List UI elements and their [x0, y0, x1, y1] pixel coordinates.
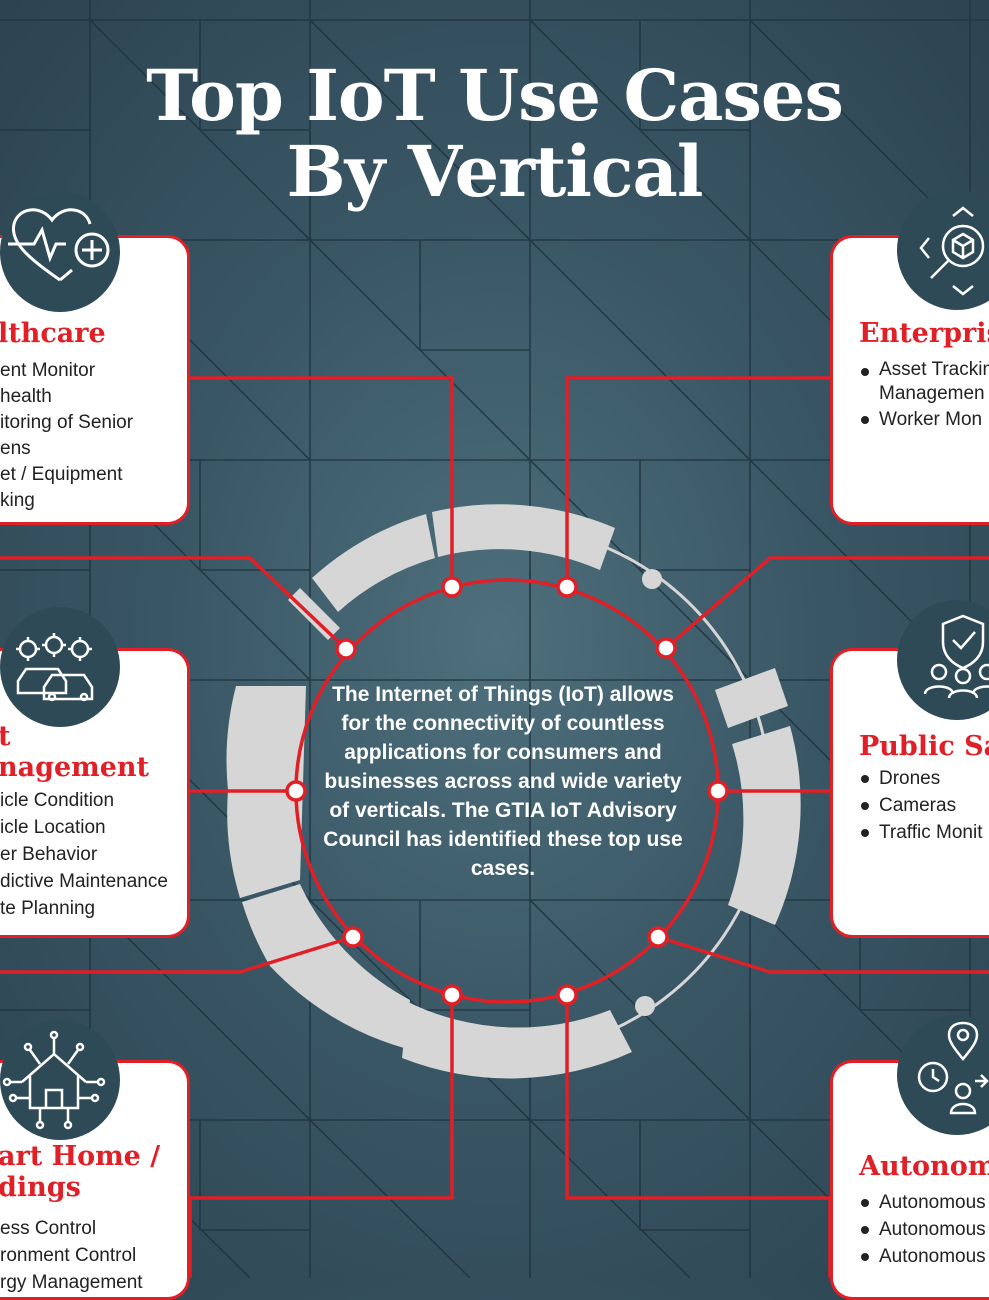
card-list: icle Condition icle Location er Behavior…: [0, 787, 168, 922]
list-item: et / Equipment: [0, 464, 123, 485]
ring-segment-top: [432, 504, 615, 570]
ring-segment-right: [728, 726, 801, 925]
title-line-1: Top IoT Use Cases: [146, 54, 844, 137]
cars-gears-icon: [16, 633, 94, 702]
list-item: icle Condition: [0, 790, 115, 811]
autonomous-badge: [897, 1015, 989, 1135]
list-item: icle Location: [0, 817, 106, 838]
ring-segment-top-left: [312, 514, 435, 612]
card-title: t nagement: [0, 721, 149, 783]
card-title: Public Sa: [859, 731, 989, 762]
smart-home-badge: [0, 1020, 120, 1140]
title-line-2: By Vertical: [286, 130, 703, 213]
list-item: Cameras: [859, 792, 982, 819]
card-title-line-2: nagement: [0, 752, 150, 783]
location-person-icon: [917, 1021, 989, 1115]
card-list: Asset Trackin Managemen Worker Mon: [859, 358, 989, 433]
node-dot: [655, 637, 677, 659]
card-title: art Home / dings: [0, 1141, 160, 1203]
node-dot: [647, 926, 669, 948]
ring-segment-bottom-left: [242, 884, 410, 1048]
list-item: dictive Maintenance: [0, 871, 168, 892]
node-dot: [707, 780, 729, 802]
card-list: Drones Cameras Traffic Monit: [859, 765, 982, 846]
node-dot: [441, 984, 463, 1006]
node-dot: [556, 576, 578, 598]
list-item: er Behavior: [0, 844, 98, 865]
heart-pulse-plus-icon: [8, 208, 110, 282]
card-title: Enterpris: [859, 318, 989, 349]
list-item: rgy Management: [0, 1272, 143, 1293]
list-item: Worker Mon: [859, 406, 989, 433]
card-title: lthcare: [0, 318, 106, 349]
list-item: itoring of Senior: [0, 412, 134, 433]
ring-dot-bottom: [635, 996, 655, 1016]
fleet-badge: [0, 607, 120, 727]
node-dot: [556, 984, 578, 1006]
node-dot: [285, 780, 307, 802]
list-item: ronment Control: [0, 1245, 137, 1266]
list-item: ens: [0, 438, 31, 459]
list-item: ess Control: [0, 1218, 97, 1239]
card-title-line-2: dings: [0, 1172, 81, 1203]
magnifier-cube-icon: [919, 206, 985, 296]
list-item: Asset Trackin Managemen: [859, 358, 989, 406]
node-dot: [342, 926, 364, 948]
list-item: ent Monitor: [0, 360, 96, 381]
public-safety-badge: [897, 600, 989, 720]
card-list: ess Control ronment Control rgy Manageme…: [0, 1215, 143, 1296]
card-list: Autonomous Autonomous Autonomous: [859, 1189, 986, 1270]
list-item: Autonomous: [859, 1216, 986, 1243]
enterprise-badge: [897, 190, 989, 310]
ring-dot-top: [642, 569, 662, 589]
card-title: Autonom: [859, 1151, 989, 1182]
healthcare-badge: [0, 192, 120, 312]
list-item: health: [0, 386, 52, 407]
node-dot: [335, 638, 357, 660]
ring-segment-bottom: [402, 1002, 632, 1079]
page-title: Top IoT Use Cases By Vertical: [0, 58, 989, 210]
shield-people-icon: [923, 614, 989, 699]
circuit-house-icon: [2, 1030, 106, 1130]
card-list: ent Monitor health itoring of Senior ens…: [0, 358, 133, 514]
list-item: te Planning: [0, 898, 96, 919]
card-title-line-1: t: [0, 721, 11, 752]
list-item: king: [0, 490, 35, 511]
center-description: The Internet of Things (IoT) allows for …: [323, 683, 683, 880]
list-item: Autonomous: [859, 1243, 986, 1270]
ring-segment-sliver: [288, 588, 340, 640]
list-item: Traffic Monit: [859, 819, 982, 846]
card-title-line-1: art Home /: [0, 1141, 161, 1172]
node-dot: [441, 576, 463, 598]
list-item: Drones: [859, 765, 982, 792]
list-item: Autonomous: [859, 1189, 986, 1216]
